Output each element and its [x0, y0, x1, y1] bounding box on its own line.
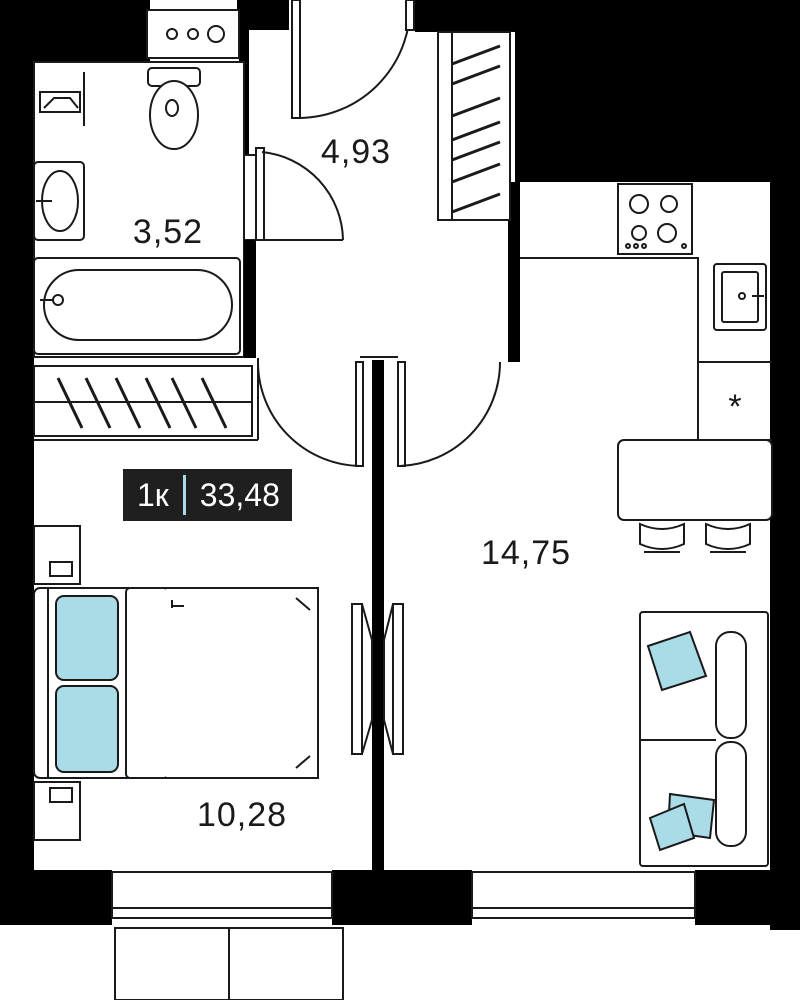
exterior-walls — [0, 0, 800, 930]
doors — [255, 0, 501, 755]
room-area-living-kitchen: 14,75 — [481, 534, 571, 572]
apartment-summary-badge: 1к 33,48 — [123, 469, 292, 521]
towel-rail — [39, 72, 85, 126]
room-count: 1к — [137, 477, 169, 513]
washbasin — [33, 161, 85, 241]
dining-table — [617, 439, 773, 521]
water-meter — [146, 9, 240, 59]
nightstands — [33, 525, 81, 841]
windows — [111, 871, 696, 919]
hall-wardrobe — [437, 31, 511, 221]
badge-divider — [182, 475, 186, 515]
kitchen-sink — [713, 263, 767, 331]
room-area-bathroom: 3,52 — [133, 213, 203, 251]
fridge-symbol: * — [728, 388, 741, 426]
pillows — [55, 595, 119, 773]
room-area-bedroom: 10,28 — [197, 796, 287, 834]
bedroom-wardrobe — [33, 365, 253, 437]
total-area: 33,48 — [199, 477, 280, 513]
toilet — [147, 67, 201, 150]
balcony — [114, 927, 344, 1000]
bar-stools — [639, 522, 751, 553]
sofa-cushions — [646, 630, 716, 852]
room-area-hall: 4,93 — [321, 133, 391, 171]
cooktop — [617, 183, 693, 255]
bathtub — [33, 257, 241, 355]
